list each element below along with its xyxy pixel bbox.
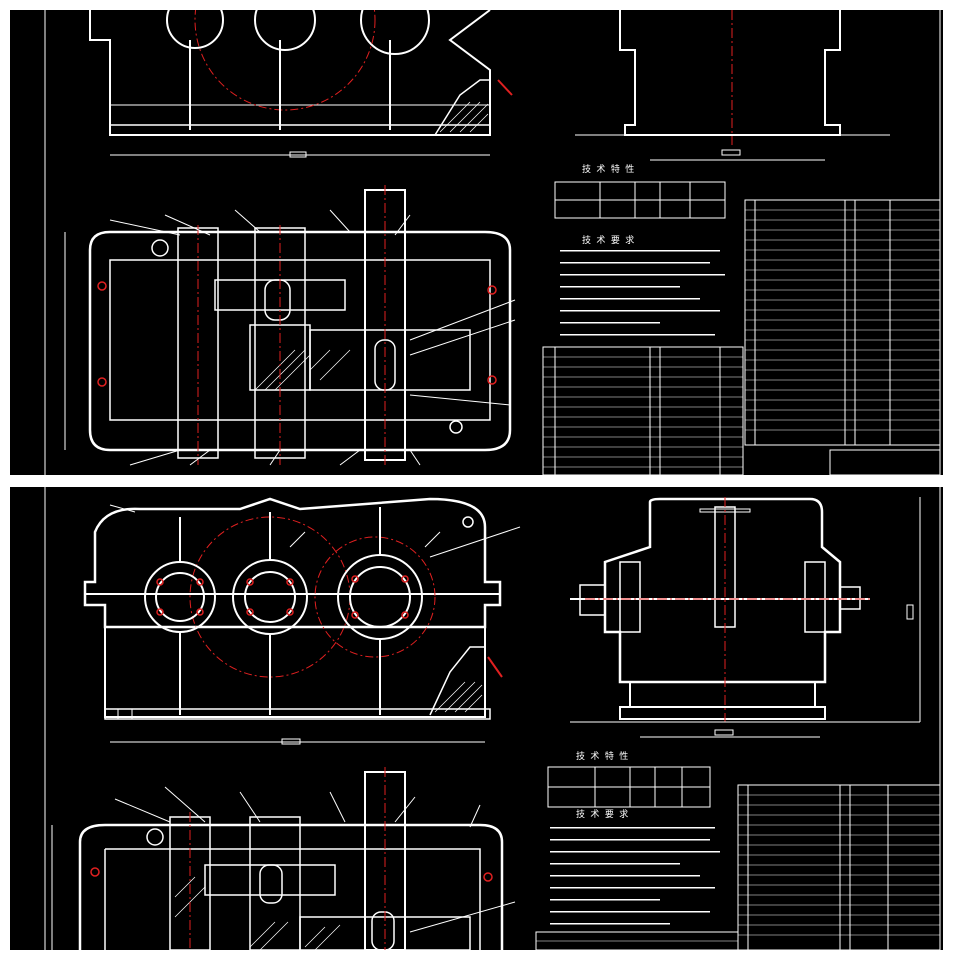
technical-features-title: 技 术 特 性 xyxy=(582,163,634,175)
side-elevation-view xyxy=(575,10,890,161)
front-elevation-view xyxy=(83,497,521,745)
technical-requirements-title: 技 术 要 求 xyxy=(576,808,628,820)
parts-list-table-left xyxy=(542,346,941,475)
side-elevation-view xyxy=(570,497,921,738)
parts-list-table-right xyxy=(744,199,941,446)
technical-requirements-text-lines xyxy=(550,827,720,925)
parts-list-table-right xyxy=(737,784,941,950)
technical-features-title: 技 术 特 性 xyxy=(576,750,628,762)
front-elevation-view xyxy=(89,10,513,158)
plan-view xyxy=(51,767,516,950)
plan-view xyxy=(64,185,516,466)
technical-features-table xyxy=(554,181,726,219)
parts-list-table-left xyxy=(535,931,739,950)
top-drawing-svg: 技 术 特 性 技 术 要 求 xyxy=(44,10,941,475)
technical-requirements-title: 技 术 要 求 xyxy=(582,234,634,246)
bottom-drawing-panel: 技 术 特 性 技 术 要 求 xyxy=(10,487,943,950)
technical-requirements-text-lines xyxy=(560,250,725,336)
bottom-drawing-svg: 技 术 特 性 技 术 要 求 xyxy=(44,487,941,950)
top-drawing-panel: 技 术 特 性 技 术 要 求 xyxy=(10,10,943,475)
technical-features-table xyxy=(547,766,711,808)
